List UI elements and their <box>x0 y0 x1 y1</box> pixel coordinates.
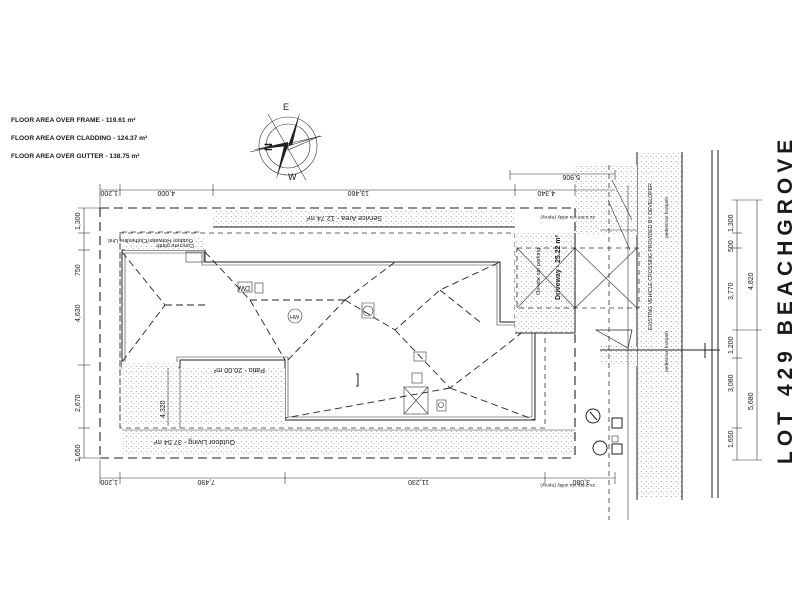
dim-left-b: 750 <box>75 264 82 276</box>
lot-title: LOT 429 BEACHGROVE <box>774 135 797 464</box>
patio-fill <box>122 362 178 426</box>
outdoor-living-label: Outdoor Living - 37.54 m² <box>153 438 235 447</box>
note-floor-gutter: FLOOR AREA OVER GUTTER - 138.75 m² <box>11 153 140 160</box>
dim-right-f: 1,650 <box>728 430 735 448</box>
road <box>575 150 720 520</box>
service-area-fill <box>213 210 515 227</box>
dim-right-a: 1,300 <box>728 214 735 232</box>
driveway-label: Driveway - 25.22 m² <box>555 234 562 300</box>
easement-bottom-label: 2x 2.5m Via utility (Spray) <box>540 482 595 488</box>
compass-n: N <box>263 143 275 151</box>
top-dimensions <box>99 170 616 208</box>
dim-right-c: 3,770 <box>728 282 735 300</box>
easement-top-label: 2x 2.5m Via utility (Spray) <box>540 214 595 220</box>
service-area-label: Service Area - 12.74 m² <box>306 214 382 223</box>
patio-label: Patio - 20.00 m² <box>213 366 265 375</box>
compass-icon: N E W <box>249 102 323 182</box>
dim-right-d: 1,200 <box>728 336 735 354</box>
dim-bot-c: 11,230 <box>408 478 429 485</box>
dim-top-d: 4,340 <box>537 189 555 196</box>
dim-left-e: 1,650 <box>75 444 82 462</box>
dim-right-g: 4,820 <box>748 272 755 290</box>
concrete-label: Concrete plinth <box>156 242 194 248</box>
dim-top-b: 4,000 <box>157 189 175 196</box>
sign-icons <box>585 408 623 456</box>
compass-e: E <box>283 102 289 112</box>
dim-bot-a: 1,200 <box>100 478 118 485</box>
right-dimensions <box>732 199 762 461</box>
dw-label: DW <box>238 284 250 291</box>
carpark-label: On-site car parking <box>536 248 542 295</box>
bottom-dimensions <box>99 460 616 484</box>
dim-bot-b: 7,490 <box>197 478 215 485</box>
dim-patio-h: 4,320 <box>160 400 167 418</box>
dim-left-a: 1,300 <box>75 212 82 230</box>
clothesline-label: Outdoor Hotwater/Clothesline Unit <box>108 237 193 243</box>
dim-right-h: 5,680 <box>748 392 755 410</box>
hw-label: HW <box>290 315 300 321</box>
fixtures: DW HW <box>237 281 447 415</box>
dim-top-c: 13,460 <box>347 189 369 196</box>
dim-bot-d: 3,080 <box>572 478 590 485</box>
dim-right-b: 500 <box>728 240 735 252</box>
dim-top-e: 5,906 <box>562 173 580 180</box>
dim-left-c: 4,630 <box>75 304 82 322</box>
note-floor-frame: FLOOR AREA OVER FRAME - 119.61 m² <box>11 117 136 124</box>
compass-w: W <box>288 172 297 182</box>
dim-right-e: 3,080 <box>728 374 735 392</box>
footpath-bottom-label: pedestrian footpath <box>664 331 670 372</box>
lot-boundary <box>99 207 576 459</box>
note-floor-cladding: FLOOR AREA OVER CLADDING - 124.37 m² <box>11 135 148 142</box>
outdoor-living-fill <box>122 430 574 456</box>
left-dimensions <box>78 207 169 459</box>
dim-left-d: 2,670 <box>75 394 82 412</box>
dim-top-a: 1,200 <box>100 189 118 196</box>
driveway: Driveway - 25.22 m² On-site car parking <box>515 233 640 334</box>
crossing-label: EXISTING VEHICLE CROSSING PROVIDED BY DE… <box>648 183 654 330</box>
footpath-top-label: pedestrian footpath <box>664 197 670 238</box>
